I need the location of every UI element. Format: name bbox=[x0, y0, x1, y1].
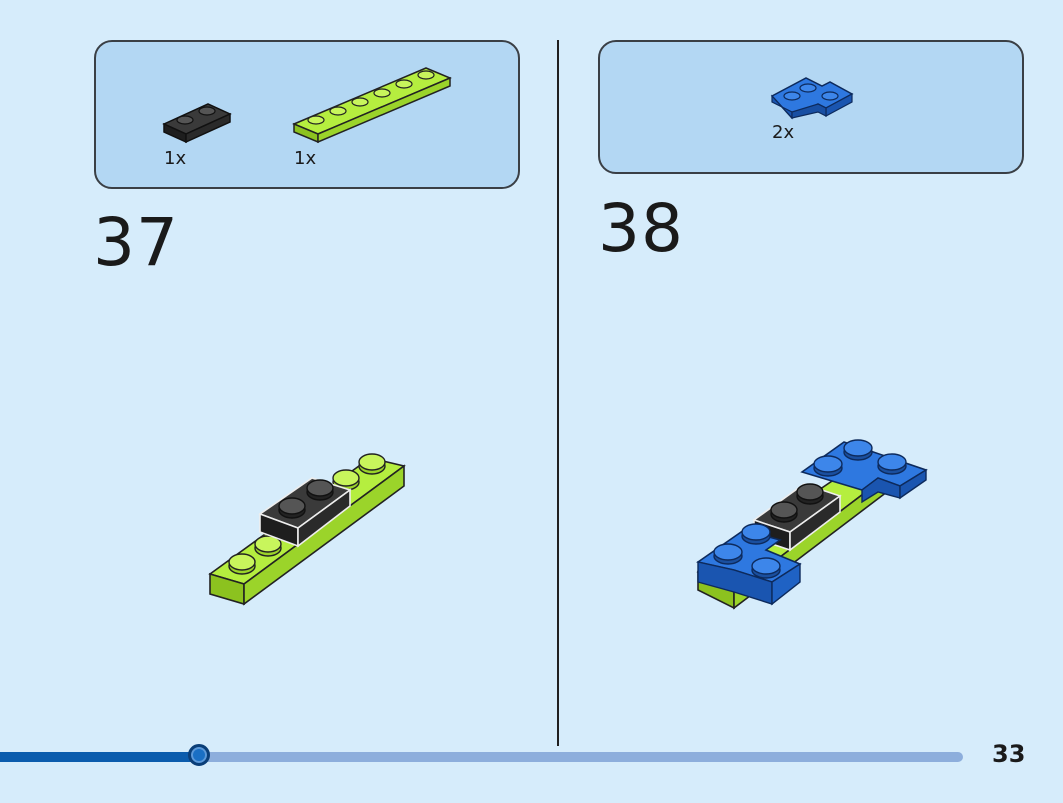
parts-callout-step-37: 1x 1x bbox=[94, 40, 520, 189]
step-number: 38 bbox=[598, 190, 684, 267]
step-number: 37 bbox=[93, 204, 179, 281]
part-quantity: 1x bbox=[294, 148, 317, 169]
blue-corner-plate-icon bbox=[770, 77, 854, 120]
step-37-build-illustration bbox=[208, 453, 406, 606]
part-quantity: 1x bbox=[164, 148, 187, 169]
lime-plate-1x6-icon bbox=[292, 67, 452, 144]
page-number: 33 bbox=[992, 740, 1026, 768]
progress-track[interactable] bbox=[0, 752, 963, 762]
black-plate-1x2-icon bbox=[162, 103, 232, 144]
step-38-build-illustration bbox=[696, 439, 928, 610]
parts-callout-step-38: 2x bbox=[598, 40, 1024, 174]
progress-fill bbox=[0, 752, 199, 762]
step-divider bbox=[557, 40, 559, 746]
part-quantity: 2x bbox=[772, 122, 795, 143]
progress-handle[interactable] bbox=[188, 744, 210, 766]
